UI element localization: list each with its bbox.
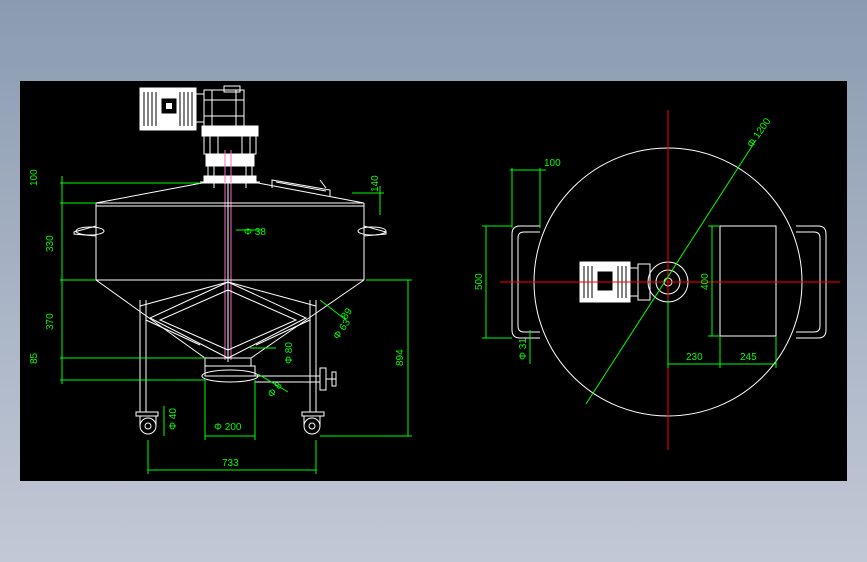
dim-phi8: Φ 8 (266, 380, 285, 400)
dim-733: 733 (222, 458, 239, 469)
dim-top-100-width: 100 (544, 158, 561, 169)
cad-drawing: 100 330 370 85 140 894 Φ 38 Φ 63 Φ 80 89… (29, 85, 840, 474)
agitator-shaft (224, 150, 232, 362)
manhole-cover (719, 225, 777, 337)
dim-phi1200: Φ 1200 (745, 116, 773, 150)
dim-230: 230 (686, 352, 703, 363)
dim-85: 85 (29, 352, 40, 364)
dim-140: 140 (370, 175, 381, 192)
outlet-valve (201, 365, 337, 391)
agitator-paddles (139, 281, 317, 359)
dim-phi80: Φ 80 (284, 342, 295, 364)
dim-500: 500 (474, 273, 485, 290)
dim-400: 400 (700, 273, 711, 290)
front-dimension-labels: 100 330 370 85 140 894 Φ 38 Φ 63 Φ 80 89… (29, 169, 406, 469)
support-legs (135, 300, 325, 435)
top-dimensions (482, 139, 777, 405)
front-view (60, 85, 412, 474)
dim-phi38: Φ 38 (244, 227, 266, 238)
top-centerlines (500, 110, 840, 450)
dim-330: 330 (45, 235, 56, 252)
dim-phi31: Φ 31 (518, 338, 529, 360)
front-dimensions (60, 176, 412, 474)
top-dimension-labels: 100 Φ 1200 500 400 Φ 31 230 245 (474, 116, 774, 363)
dim-phi200: Φ 200 (214, 422, 242, 433)
dim-370: 370 (45, 313, 56, 330)
seal-assembly (200, 125, 260, 188)
dim-894: 894 (395, 349, 406, 366)
dim-phi40: Φ 40 (168, 408, 179, 430)
cad-viewport[interactable]: 100 330 370 85 140 894 Φ 38 Φ 63 Φ 80 89… (20, 81, 847, 481)
dim-245: 245 (740, 352, 757, 363)
motor-front (139, 85, 245, 131)
dim-phi63: Φ 63 (331, 317, 353, 342)
dim-top-100: 100 (29, 169, 40, 186)
